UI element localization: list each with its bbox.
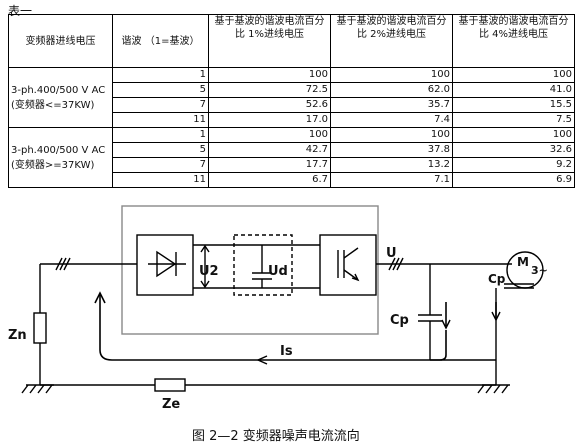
- harmonic-cell: 1: [112, 67, 209, 83]
- figure-caption: 图 2—2 变频器噪声电流流向: [192, 429, 360, 444]
- table-row: 5 42.7 37.8 32.6: [9, 142, 575, 158]
- value-4pct: 41.0: [452, 82, 575, 98]
- header-4pct: 基于基波的谐波电流百分比 4%进线电压: [452, 14, 575, 68]
- table-row: 7 52.6 35.7 15.5: [9, 97, 575, 113]
- value-1pct: 6.7: [208, 172, 331, 188]
- value-1pct: 100: [208, 67, 331, 83]
- header-voltage: 变频器进线电压: [8, 14, 113, 68]
- harmonic-cell: 5: [112, 82, 209, 98]
- value-4pct: 100: [452, 127, 575, 143]
- noise-current-diagram: [21, 205, 544, 394]
- table-header-row: 变频器进线电压 谐波 （1=基波） 基于基波的谐波电流百分比 1%进线电压 基于…: [8, 14, 575, 68]
- harmonic-cell: 11: [112, 172, 209, 188]
- value-1pct: 100: [208, 127, 331, 143]
- table-row: 11 6.7 7.1 6.9: [9, 172, 575, 188]
- harmonic-cell: 1: [112, 127, 209, 143]
- harmonic-cell: 7: [112, 157, 209, 173]
- label-zn: Zn: [8, 328, 27, 343]
- value-4pct: 32.6: [452, 142, 575, 158]
- value-4pct: 6.9: [452, 172, 575, 188]
- harmonics-table: 变频器进线电压 谐波 （1=基波） 基于基波的谐波电流百分比 1%进线电压 基于…: [8, 14, 575, 188]
- label-cp: Cp: [390, 313, 409, 328]
- table-row: 7 17.7 13.2 9.2: [9, 157, 575, 173]
- rectifier-block: [136, 234, 194, 296]
- label-cp-motor: Cp: [488, 272, 506, 286]
- table-row: 11 17.0 7.4 7.5: [9, 112, 575, 128]
- value-2pct: 35.7: [330, 97, 453, 113]
- harmonic-cell: 11: [112, 112, 209, 128]
- voltage-cell: 3-ph.400/500 V AC (变频器<=37KW): [8, 67, 113, 128]
- label-phase: 3~: [531, 264, 548, 277]
- header-harmonic: 谐波 （1=基波）: [112, 14, 209, 68]
- harmonic-cell: 7: [112, 97, 209, 113]
- value-2pct: 100: [330, 67, 453, 83]
- ze-impedance: [154, 378, 186, 392]
- label-ze: Ze: [162, 397, 181, 412]
- header-1pct: 基于基波的谐波电流百分比 1%进线电压: [208, 14, 331, 68]
- table-row: 3-ph.400/500 V AC (变频器>=37KW) 1 100 100 …: [8, 127, 575, 188]
- value-2pct: 7.1: [330, 172, 453, 188]
- value-4pct: 15.5: [452, 97, 575, 113]
- zn-impedance: [33, 312, 47, 344]
- value-1pct: 52.6: [208, 97, 331, 113]
- value-4pct: 9.2: [452, 157, 575, 173]
- value-2pct: 62.0: [330, 82, 453, 98]
- value-1pct: 17.7: [208, 157, 331, 173]
- value-2pct: 7.4: [330, 112, 453, 128]
- voltage-cell: 3-ph.400/500 V AC (变频器>=37KW): [8, 127, 113, 188]
- label-motor: M: [517, 255, 529, 269]
- value-1pct: 72.5: [208, 82, 331, 98]
- label-is: Is: [280, 344, 293, 359]
- value-4pct: 7.5: [452, 112, 575, 128]
- value-2pct: 13.2: [330, 157, 453, 173]
- label-u: U: [386, 246, 397, 261]
- value-1pct: 17.0: [208, 112, 331, 128]
- harmonic-cell: 5: [112, 142, 209, 158]
- value-1pct: 42.7: [208, 142, 331, 158]
- label-ud: Ud: [268, 264, 288, 279]
- dc-link-block: [233, 234, 293, 296]
- value-2pct: 37.8: [330, 142, 453, 158]
- table-row: 3-ph.400/500 V AC (变频器<=37KW) 1 100 100 …: [8, 67, 575, 128]
- inverter-enclosure: [121, 205, 379, 335]
- label-u2: U2: [199, 264, 219, 279]
- header-2pct: 基于基波的谐波电流百分比 2%进线电压: [330, 14, 453, 68]
- inverter-block: [319, 234, 377, 296]
- value-4pct: 100: [452, 67, 575, 83]
- value-2pct: 100: [330, 127, 453, 143]
